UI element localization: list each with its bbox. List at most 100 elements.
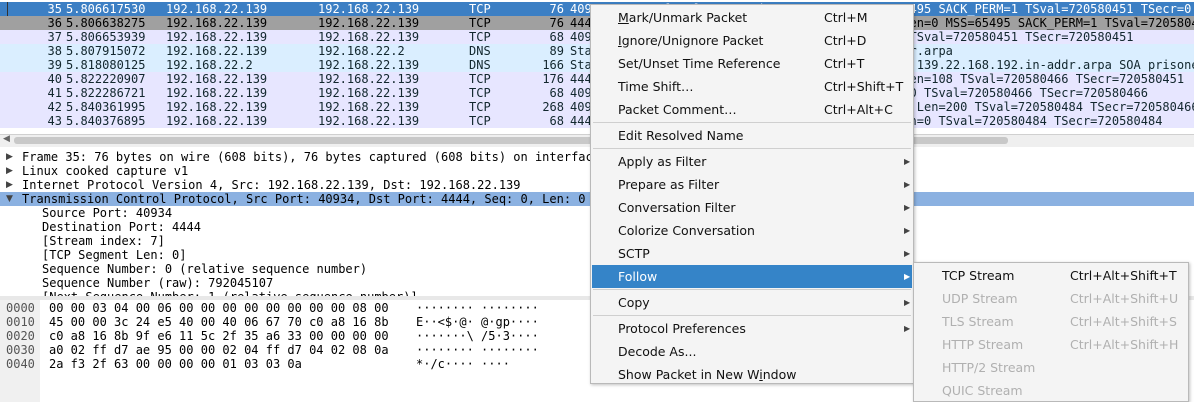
follow-udp-stream: UDP Stream Ctrl+Alt+Shift+U — [915, 287, 1187, 310]
packet-number: 38 — [47, 44, 62, 58]
packet-time: 5.822220907 — [66, 72, 146, 86]
expand-arrow-icon[interactable]: ▶ — [6, 152, 13, 162]
menu-item-label: Set/Unset Time Reference — [618, 56, 781, 71]
detail-row[interactable]: [Stream index: 7] — [0, 234, 1194, 248]
menu-item-ignore-unignore-packet[interactable]: Ignore/Unignore Packet Ctrl+D — [592, 29, 912, 52]
packet-source: 192.168.22.139 — [166, 72, 268, 86]
bytes-row[interactable]: 0010 45 00 00 3c 24 e5 40 00 40 06 67 70 … — [0, 315, 1194, 329]
packet-destination: 192.168.22.139 — [318, 16, 420, 30]
detail-row[interactable]: [TCP Segment Len: 0] — [0, 248, 1194, 262]
scrollbar-thumb[interactable] — [14, 137, 1008, 144]
submenu-item-label: HTTP Stream — [942, 337, 1024, 352]
detail-row[interactable]: Sequence Number (raw): 792045107 — [0, 276, 1194, 290]
menu-item-show-packet-in-new-window[interactable]: Show Packet in New Window — [592, 363, 912, 386]
follow-http-2-stream: HTTP/2 Stream — [915, 356, 1187, 379]
detail-row[interactable]: ▶ Internet Protocol Version 4, Src: 192.1… — [0, 178, 1194, 192]
submenu-arrow-icon: ▶ — [904, 226, 911, 235]
packet-destination: 192.168.22.139 — [318, 2, 420, 16]
menu-separator — [593, 289, 911, 290]
packet-source: 192.168.22.139 — [166, 16, 268, 30]
menu-item-packet-comment[interactable]: Packet Comment…Ctrl+Alt+C — [592, 98, 912, 121]
byte-hex: 45 00 00 3c 24 e5 40 00 40 06 67 70 c0 a… — [49, 315, 389, 329]
menu-item-copy[interactable]: Copy▶ — [592, 291, 912, 314]
packet-protocol: DNS — [469, 44, 491, 58]
detail-text: Internet Protocol Version 4, Src: 192.16… — [22, 178, 521, 192]
detail-text: [Stream index: 7] — [42, 234, 165, 248]
detail-row[interactable]: Source Port: 40934 — [0, 206, 1194, 220]
expand-arrow-icon[interactable]: ▶ — [6, 166, 13, 176]
detail-row[interactable]: Destination Port: 4444 — [0, 220, 1194, 234]
byte-offset: 0040 — [6, 357, 35, 371]
byte-ascii: ········ ········ — [416, 301, 539, 315]
menu-item-label: Apply as Filter — [618, 154, 707, 169]
menu-item-label: Time Shift… — [618, 79, 694, 94]
byte-offset: 0020 — [6, 329, 35, 343]
byte-offset: 0010 — [6, 315, 35, 329]
menu-item-conversation-filter[interactable]: Conversation Filter ▶ — [592, 196, 912, 219]
packet-length: 76 — [549, 2, 564, 16]
packet-destination: 192.168.22.139 — [318, 58, 420, 72]
packet-time: 5.818080125 — [66, 58, 146, 72]
detail-text: Source Port: 40934 — [42, 206, 173, 220]
packet-length: 166 — [542, 58, 564, 72]
packet-source: 192.168.22.139 — [166, 2, 268, 16]
byte-hex: 2a f3 2f 63 00 00 00 00 01 03 03 0a — [49, 357, 302, 371]
detail-row[interactable]: ▶Frame 35: 76 bytes on wire (608 bits), … — [0, 150, 1194, 164]
submenu-item-label: UDP Stream — [942, 291, 1018, 306]
byte-ascii: ·······\ /5·3···· — [416, 329, 539, 343]
packet-length: 68 — [549, 114, 564, 128]
packet-destination: 192.168.22.139 — [318, 114, 420, 128]
packet-destination: 192.168.22.139 — [318, 72, 420, 86]
menu-item-label: Conversation Filter — [618, 200, 736, 215]
packet-protocol: TCP — [469, 100, 491, 114]
packet-number: 40 — [47, 72, 62, 86]
menu-item-time-shift[interactable]: Time Shift…Ctrl+Shift+T — [592, 75, 912, 98]
menu-item-protocol-preferences[interactable]: Protocol Preferences▶ — [592, 317, 912, 340]
menu-item-edit-resolved-name[interactable]: Edit Resolved Name — [592, 124, 912, 147]
packet-protocol: TCP — [469, 16, 491, 30]
byte-ascii: ········ ········ — [416, 343, 539, 357]
packet-source: 192.168.22.139 — [166, 44, 268, 58]
packet-protocol: TCP — [469, 30, 491, 44]
menu-item-label: Ignore/Unignore Packet — [618, 33, 764, 48]
detail-row[interactable]: Sequence Number: 0 (relative sequence nu… — [0, 262, 1194, 276]
detail-text: Linux cooked capture v1 — [22, 164, 189, 178]
menu-item-label: Show Packet in New Window — [618, 367, 797, 382]
packet-protocol: DNS — [469, 58, 491, 72]
menu-item-shortcut: Ctrl+D — [824, 33, 867, 48]
menu-item-label: Decode As... — [618, 344, 697, 359]
detail-row[interactable]: [Next Sequence Number: 1 (relative seque… — [0, 290, 1194, 298]
packet-length: 68 — [549, 30, 564, 44]
menu-item-sctp[interactable]: SCTP▶ — [592, 242, 912, 265]
menu-item-decode-as[interactable]: Decode As... — [592, 340, 912, 363]
menu-item-label: Follow — [618, 269, 658, 284]
collapse-arrow-icon[interactable]: ▼ — [6, 194, 13, 204]
menu-item-colorize-conversation[interactable]: Colorize Conversation▶ — [592, 219, 912, 242]
submenu-item-shortcut: Ctrl+Alt+Shift+U — [1070, 291, 1179, 306]
expand-arrow-icon[interactable]: ▶ — [6, 180, 13, 190]
menu-item-label: Edit Resolved Name — [618, 128, 744, 143]
submenu-arrow-icon: ▶ — [904, 324, 911, 333]
submenu-item-label: TCP Stream — [942, 268, 1015, 283]
menu-item-apply-as-filter[interactable]: Apply as Filter▶ — [592, 150, 912, 173]
submenu-arrow-icon: ▶ — [904, 203, 911, 212]
detail-row[interactable]: ▶ Linux cooked capture v1 — [0, 164, 1194, 178]
submenu-item-shortcut: Ctrl+Alt+Shift+H — [1070, 337, 1179, 352]
submenu-item-label: HTTP/2 Stream — [942, 360, 1036, 375]
menu-item-follow[interactable]: Follow▶ — [592, 265, 912, 288]
submenu-arrow-icon: ▶ — [904, 298, 911, 307]
packet-number: 37 — [47, 30, 62, 44]
submenu-arrow-icon: ▶ — [904, 249, 911, 258]
packet-number: 42 — [47, 100, 62, 114]
menu-item-prepare-as-filter[interactable]: Prepare as Filter▶ — [592, 173, 912, 196]
scroll-left-icon[interactable]: ◀ — [3, 134, 10, 144]
packet-source: 192.168.22.139 — [166, 100, 268, 114]
